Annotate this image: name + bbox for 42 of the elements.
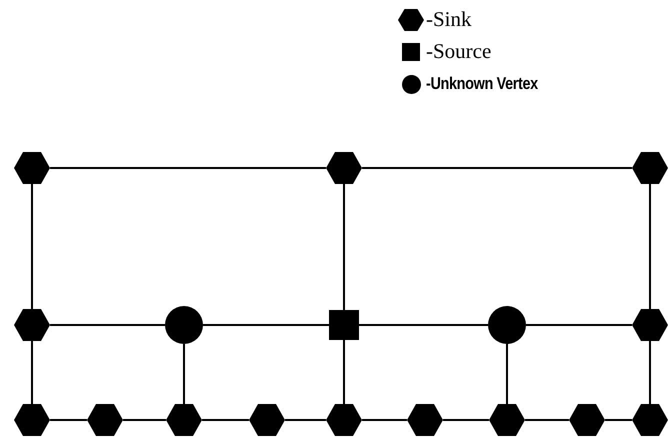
sink-hexagon [632, 309, 668, 341]
edge-line [31, 341, 33, 404]
edge-line [285, 419, 326, 421]
edge-line [443, 419, 489, 421]
sink-hexagon [326, 152, 362, 184]
edge-line [359, 324, 488, 326]
sink-hexagon [407, 404, 443, 436]
legend-label: -Unknown Vertex [426, 73, 538, 96]
edge-line [50, 167, 326, 169]
edge-line [50, 419, 87, 421]
edge-line [649, 341, 651, 404]
edge-line [343, 340, 345, 404]
edge-line [525, 419, 569, 421]
sink-hexagon [87, 404, 123, 436]
sink-hexagon [14, 404, 50, 436]
edge-line [50, 324, 165, 326]
unknown-vertex-circle [488, 306, 526, 344]
edge-line [649, 184, 651, 309]
edge-line [506, 344, 508, 404]
edge-line [202, 419, 249, 421]
edge-line [31, 184, 33, 309]
sink-hexagon [326, 404, 362, 436]
edge-line [203, 324, 329, 326]
edge-line [123, 419, 166, 421]
sink-hexagon [14, 152, 50, 184]
source-square [329, 310, 359, 340]
sink-hexagon [249, 404, 285, 436]
sink-hexagon [14, 309, 50, 341]
edge-line [526, 324, 632, 326]
edge-line [343, 184, 345, 310]
sink-hexagon [632, 152, 668, 184]
sink-hexagon [632, 404, 668, 436]
sink-hexagon [166, 404, 202, 436]
legend-label: -Sink [426, 6, 472, 34]
edge-line [183, 344, 185, 404]
legend-label: -Source [426, 38, 492, 66]
edge-line [362, 419, 407, 421]
edge-line [362, 167, 632, 169]
sink-hexagon [489, 404, 525, 436]
sink-hexagon [569, 404, 605, 436]
edge-line [605, 419, 632, 421]
unknown-vertex-circle [165, 306, 203, 344]
